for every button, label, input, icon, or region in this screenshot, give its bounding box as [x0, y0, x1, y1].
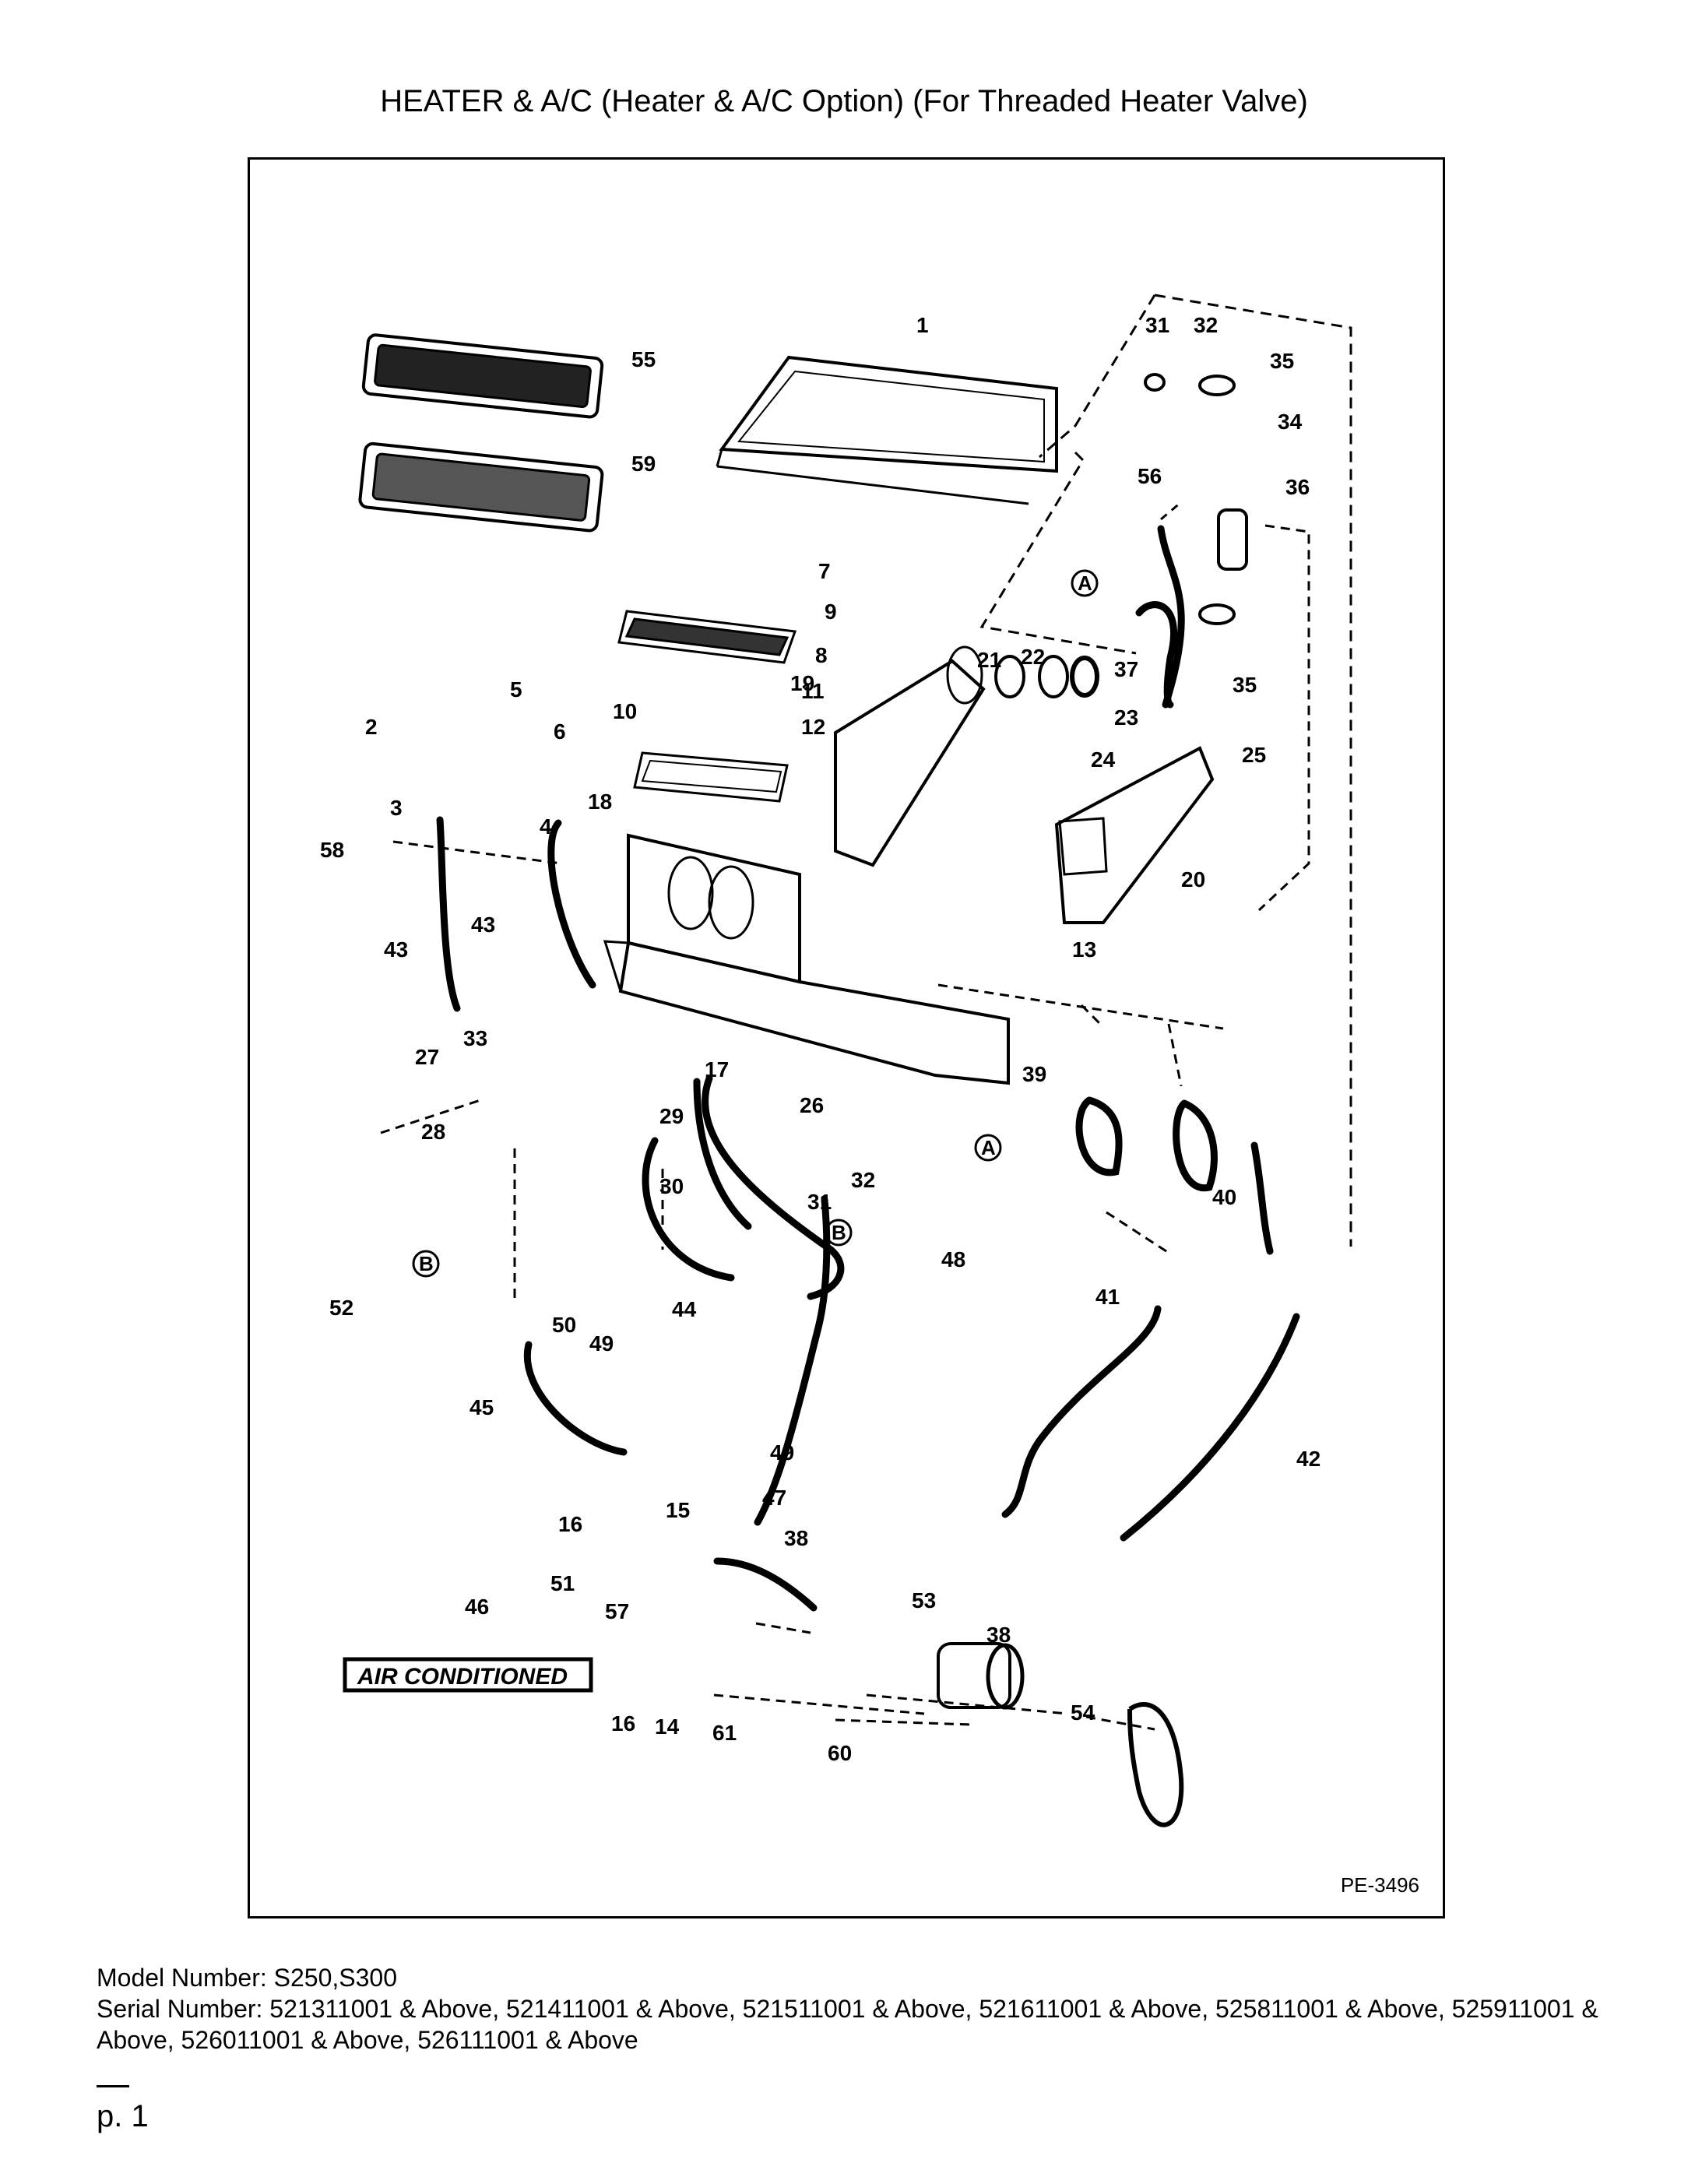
model-number: Model Number: S250,S300 — [97, 1964, 397, 1992]
callout-23: 23 — [1114, 705, 1138, 730]
callout-43: 43 — [384, 937, 408, 962]
connector-letter-b: B — [419, 1252, 434, 1275]
callout-49: 49 — [770, 1440, 794, 1465]
parts-diagram-frame: A A B B AIR CONDITIONED 1 2 3 4 5 6 7 8 … — [248, 157, 1445, 1918]
connector-letter-a: A — [1078, 571, 1092, 595]
callout-25: 25 — [1242, 743, 1266, 767]
callout-32: 32 — [851, 1168, 875, 1192]
parts-diagram: A A B B AIR CONDITIONED 1 2 3 4 5 6 7 8 … — [320, 294, 1352, 1827]
callout-4: 4 — [540, 814, 552, 839]
callout-41: 41 — [1095, 1285, 1120, 1309]
page-title: HEATER & A/C (Heater & A/C Option) (For … — [380, 84, 1308, 118]
callout-32: 32 — [1194, 313, 1218, 337]
page-divider — [97, 2085, 129, 2087]
footer-info: Model Number: S250,S300 Serial Number: 5… — [97, 1962, 1623, 2056]
callout-16: 16 — [611, 1711, 635, 1736]
callout-21: 21 — [977, 648, 1001, 672]
callout-2: 2 — [365, 715, 378, 739]
callout-18: 18 — [588, 790, 612, 814]
callout-58: 58 — [320, 838, 344, 862]
callout-22: 22 — [1021, 645, 1045, 669]
callout-43: 43 — [471, 913, 495, 937]
callout-13: 13 — [1072, 937, 1096, 962]
callout-47: 47 — [762, 1486, 786, 1510]
callout-34: 34 — [1278, 410, 1303, 434]
decal-text: AIR CONDITIONED — [357, 1664, 568, 1690]
callout-57: 57 — [605, 1599, 629, 1623]
connector-letter-a: A — [981, 1136, 996, 1159]
callout-38: 38 — [784, 1526, 808, 1550]
callout-37: 37 — [1114, 657, 1138, 681]
callout-29: 29 — [659, 1104, 684, 1128]
callout-28: 28 — [421, 1120, 445, 1144]
callout-60: 60 — [828, 1741, 852, 1765]
callout-7: 7 — [818, 559, 831, 583]
callout-49: 49 — [589, 1331, 614, 1356]
callout-26: 26 — [800, 1093, 824, 1117]
callout-51: 51 — [550, 1571, 575, 1595]
callout-24: 24 — [1091, 747, 1116, 772]
callout-16: 16 — [558, 1512, 582, 1536]
callout-39: 39 — [1022, 1062, 1046, 1086]
callout-8: 8 — [815, 643, 828, 667]
callout-27: 27 — [415, 1045, 439, 1069]
callout-31: 31 — [807, 1190, 832, 1214]
callout-14: 14 — [655, 1714, 680, 1739]
callout-42: 42 — [1296, 1447, 1321, 1471]
callout-54: 54 — [1071, 1700, 1095, 1725]
serial-number: Serial Number: 521311001 & Above, 521411… — [97, 1995, 1598, 2054]
callout-53: 53 — [912, 1588, 936, 1613]
callout-50: 50 — [552, 1313, 576, 1337]
callout-44: 44 — [672, 1297, 697, 1321]
callout-15: 15 — [666, 1498, 690, 1522]
callout-10: 10 — [613, 699, 637, 723]
callout-33: 33 — [463, 1026, 487, 1050]
callout-20: 20 — [1181, 867, 1205, 892]
connector-letter-b: B — [832, 1221, 846, 1244]
callout-11: 11 — [801, 679, 825, 703]
diagram-reference: PE-3496 — [1340, 1873, 1419, 1897]
callout-55: 55 — [631, 347, 656, 371]
callout-59: 59 — [631, 452, 656, 476]
decal-box — [343, 1657, 593, 1693]
callout-1: 1 — [916, 313, 929, 337]
callout-19: 19 — [790, 671, 814, 695]
callout-3: 3 — [390, 796, 403, 820]
callout-9: 9 — [825, 600, 837, 624]
callout-30: 30 — [659, 1174, 684, 1198]
callout-38: 38 — [986, 1623, 1011, 1647]
callout-17: 17 — [705, 1057, 729, 1081]
callout-35: 35 — [1270, 349, 1294, 373]
callout-36: 36 — [1285, 475, 1310, 499]
callout-46: 46 — [465, 1595, 489, 1619]
callout-56: 56 — [1138, 464, 1162, 488]
callout-31: 31 — [1145, 313, 1169, 337]
callout-40: 40 — [1212, 1185, 1236, 1209]
callout-52: 52 — [329, 1296, 353, 1320]
callout-5: 5 — [510, 677, 522, 702]
callout-48: 48 — [941, 1247, 965, 1271]
callout-6: 6 — [554, 719, 566, 744]
callout-61: 61 — [712, 1721, 737, 1745]
callout-45: 45 — [469, 1395, 494, 1419]
callout-35: 35 — [1233, 673, 1257, 697]
page-number: p. 1 — [97, 2099, 149, 2133]
callout-12: 12 — [801, 715, 825, 739]
